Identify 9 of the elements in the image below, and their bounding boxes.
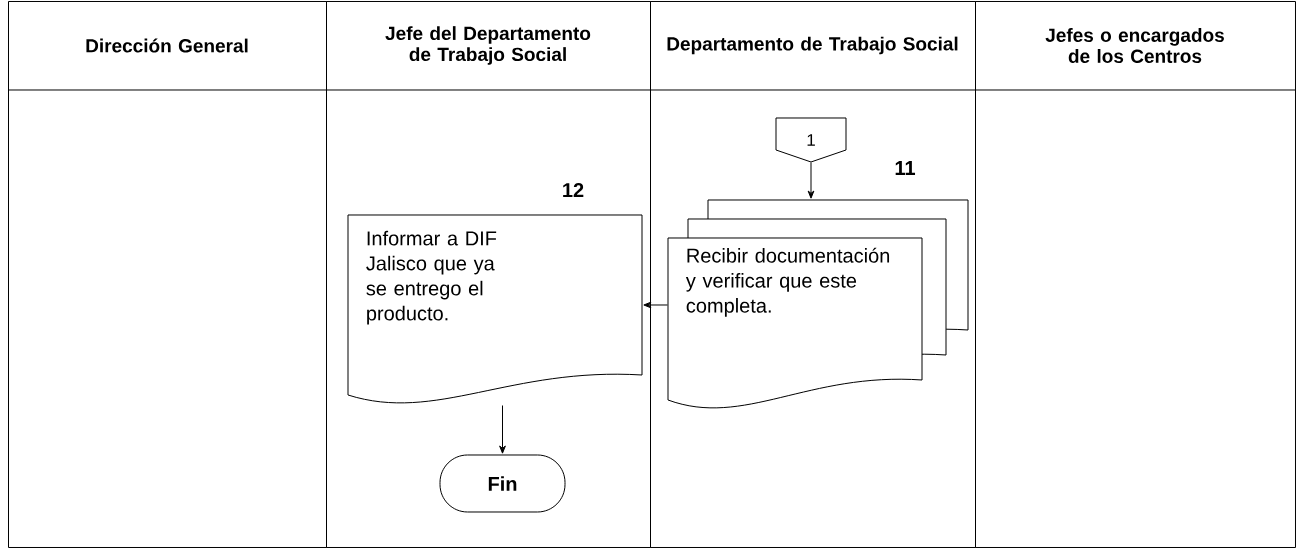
arrow bbox=[499, 405, 506, 454]
off-page-connector: 1 bbox=[775, 117, 847, 163]
arrow bbox=[807, 162, 815, 199]
step-number: 12 bbox=[563, 183, 584, 197]
arrow bbox=[643, 301, 668, 309]
step-number: 11 bbox=[895, 161, 915, 175]
swimlane: Jefes o encargados de los Centros bbox=[974, 1, 1296, 548]
swimlane: Dirección General bbox=[7, 1, 327, 548]
terminator: Fin bbox=[439, 454, 566, 513]
